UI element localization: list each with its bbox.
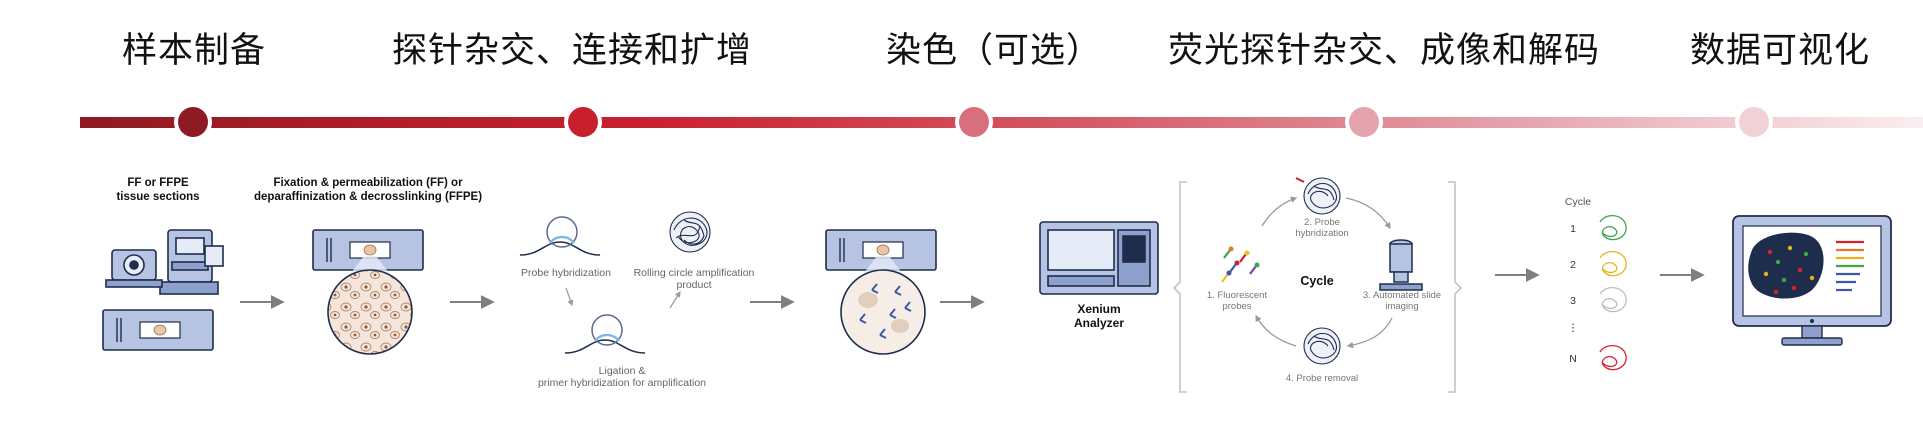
cycle-arrow-4 <box>1255 314 1297 347</box>
cycle-3-spots <box>1599 287 1627 313</box>
stained-tissue-icon <box>840 269 926 355</box>
xenium-analyzer-icon <box>1039 221 1159 295</box>
cycle-row-3: 3 <box>1570 295 1576 307</box>
stage-title-sample-prep: 样本制备 <box>122 31 267 71</box>
cycle-step2-label: 2. Probe hybridization <box>1282 217 1362 239</box>
tissue-map <box>1748 232 1824 299</box>
rca-product-icon <box>669 211 711 253</box>
cycle-bracket-right <box>1448 181 1463 393</box>
ff-ffpe-label: FF or FFPE tissue sections <box>100 176 216 204</box>
tissue-magnified-icon <box>327 269 413 355</box>
tissue-map-spots <box>1763 245 1815 295</box>
cycle-arrow-3 <box>1346 317 1393 349</box>
xenium-label-line1: Xenium <box>1077 302 1121 316</box>
cycle-step1-label: 1. Fluorescent probes <box>1196 290 1278 312</box>
ligation-label-line1: Ligation & <box>598 365 646 377</box>
cycle-n-spots <box>1599 345 1627 371</box>
fluorescent-probes-icon <box>1221 246 1260 283</box>
cycle-probe-hyb-icon <box>1295 177 1341 215</box>
cycle-1-spots <box>1599 215 1627 241</box>
rca-label-line2: product <box>676 279 712 291</box>
cycle-arrow-2 <box>1345 197 1391 230</box>
xenium-label-line2: Analyzer <box>1073 316 1125 330</box>
legend-bars <box>1836 240 1864 292</box>
monitor-icon <box>1732 215 1892 346</box>
cycle-center-label: Cycle <box>1300 274 1334 288</box>
stage-title-visualization: 数据可视化 <box>1690 31 1871 71</box>
microscope-objective-icon <box>1379 239 1423 291</box>
arrow-ligation-to-rca <box>669 290 681 309</box>
timeline-node-4 <box>1349 107 1379 137</box>
stage-title-imaging-decoding: 荧光探针杂交、成像和解码 <box>1168 31 1601 71</box>
timeline-node-2 <box>568 107 598 137</box>
timeline-node-1 <box>178 107 208 137</box>
ligation-label: Ligation & primer hybridization for ampl… <box>522 365 722 389</box>
cycle-header-label: Cycle <box>1564 196 1592 208</box>
timeline-node-3 <box>959 107 989 137</box>
fixation-label-line2: deparaffinization & decrosslinking (FFPE… <box>253 191 483 203</box>
timeline-bar <box>80 117 1923 128</box>
rca-label-line1: Rolling circle amplification <box>633 267 755 279</box>
slide-icon-1 <box>102 309 214 351</box>
cycle-step3-line2: imaging <box>1385 301 1419 312</box>
stage-title-probe-hyb: 探针杂交、连接和扩增 <box>392 31 753 71</box>
cycle-row-ellipsis: ⋮ <box>1567 322 1579 334</box>
cycle-step3-label: 3. Automated slide imaging <box>1346 290 1458 312</box>
cycle-step3-line1: 3. Automated slide <box>1362 290 1442 301</box>
arrow-probe-to-ligation <box>565 287 574 307</box>
microtome-icon <box>105 229 224 295</box>
timeline-node-5 <box>1739 107 1769 137</box>
timeline <box>80 103 1923 141</box>
fixation-label-line1: Fixation & permeabilization (FF) or <box>273 177 463 189</box>
probe-hybridization-icon <box>519 216 601 256</box>
cycle-step2-line1: 2. Probe <box>1304 217 1340 228</box>
xenium-analyzer-label: Xenium Analyzer <box>1050 302 1148 330</box>
ff-ffpe-label-line2: tissue sections <box>116 191 200 203</box>
cycle-row-n: N <box>1569 353 1577 365</box>
cycle-row-2: 2 <box>1570 259 1576 271</box>
cycle-step1-line2: probes <box>1222 301 1252 312</box>
cycle-arrow-1 <box>1261 196 1298 227</box>
ligation-label-line2: primer hybridization for amplification <box>537 377 707 389</box>
ff-ffpe-label-line1: FF or FFPE <box>127 177 189 189</box>
cycle-2-spots <box>1599 251 1627 277</box>
cycle-probe-removal-icon <box>1303 327 1341 365</box>
cycle-step1-line1: 1. Fluorescent <box>1206 290 1268 301</box>
cycle-row-1: 1 <box>1570 223 1576 235</box>
cycle-bracket-left <box>1172 181 1187 393</box>
fixation-label: Fixation & permeabilization (FF) or depa… <box>228 176 508 204</box>
cycle-step2-line2: hybridization <box>1295 228 1349 239</box>
rca-label: Rolling circle amplification product <box>624 267 764 291</box>
probe-hyb-label: Probe hybridization <box>521 267 611 279</box>
ligation-icon <box>564 314 646 354</box>
stage-title-staining: 染色（可选） <box>886 31 1103 71</box>
cycle-step4-label: 4. Probe removal <box>1285 373 1359 384</box>
